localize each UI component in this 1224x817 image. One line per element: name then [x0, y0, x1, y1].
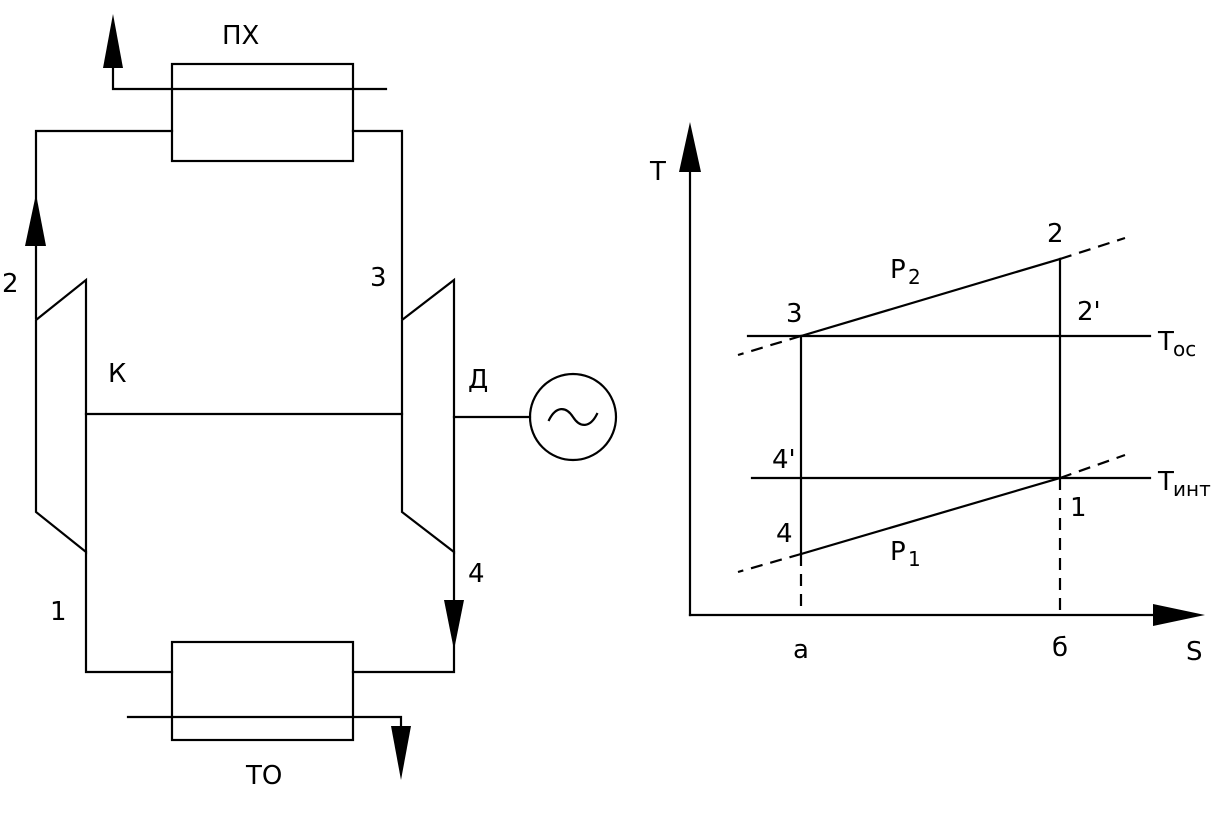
pipe-4-to-bottom-exchanger	[351, 550, 456, 674]
label-p2-main: P	[890, 255, 906, 285]
top-outflow-arrow	[103, 14, 123, 68]
ts-label-point-2: 2	[1047, 219, 1064, 249]
label-isotherm-t-os: T ос	[1157, 327, 1196, 361]
label-s-axis: S	[1186, 637, 1203, 667]
bottom-outflow-arrow	[391, 726, 411, 780]
label-point-3: 3	[370, 263, 387, 293]
label-isotherm-t-int: T инт	[1157, 467, 1211, 501]
ts-label-point-4: 4	[776, 519, 793, 549]
label-p2-sub: 2	[908, 265, 921, 289]
label-t-os-sub: ос	[1173, 337, 1196, 361]
label-top-exchanger: ПХ	[222, 21, 259, 51]
label-expander: Д	[468, 365, 488, 395]
flow-arrow-4	[444, 600, 464, 650]
flow-arrow-2	[25, 194, 46, 246]
isobar-p1-ext-right	[1059, 453, 1126, 480]
label-bottom-exchanger: ТО	[245, 761, 282, 791]
s-axis-arrow	[1153, 604, 1205, 626]
pipe-2-to-top-exchanger	[34, 129, 174, 320]
ts-label-point-3: 3	[786, 299, 803, 329]
bottom-heat-exchanger	[170, 640, 355, 742]
tick-label-a: а	[793, 635, 809, 665]
cycle-schematic: ПХ ТО К Д 2 3 1 4	[2, 14, 618, 791]
label-p1-sub: 1	[908, 547, 921, 571]
label-point-2: 2	[2, 269, 19, 299]
isobar-p1-ext-left	[737, 552, 802, 574]
label-point-4: 4	[468, 559, 485, 589]
top-heat-exchanger	[170, 62, 355, 163]
label-compressor: К	[108, 359, 126, 389]
ts-label-point-1: 1	[1070, 493, 1087, 523]
label-p1-main: P	[890, 537, 906, 567]
isobar-p2	[799, 257, 1062, 338]
label-t-int-sub: инт	[1173, 477, 1211, 501]
pipe-bottom-exchanger-to-1	[84, 550, 174, 674]
t-axis-arrow	[679, 122, 701, 172]
isobar-p1	[799, 476, 1062, 556]
tick-label-b: б	[1052, 633, 1068, 663]
ts-label-point-4p: 4'	[772, 445, 796, 475]
label-isobar-p1: P 1	[890, 537, 921, 571]
label-t-axis: T	[649, 157, 666, 187]
ts-label-point-2p: 2'	[1077, 297, 1101, 327]
pipe-top-exchanger-to-3	[351, 129, 404, 320]
compressor	[34, 277, 88, 555]
generator-sine-icon	[547, 408, 599, 426]
generator	[528, 372, 618, 462]
isobar-p2-ext-left	[737, 334, 802, 357]
isobar-p2-ext-right	[1059, 236, 1126, 261]
label-t-int-main: T	[1157, 467, 1174, 497]
expander	[400, 277, 456, 555]
label-point-1: 1	[50, 597, 67, 627]
label-t-os-main: T	[1157, 327, 1174, 357]
label-isobar-p2: P 2	[890, 255, 921, 289]
ts-diagram: T S а б 2 2' 3 4' 4 1 P 2 P 1 T ос T инт	[649, 122, 1211, 667]
